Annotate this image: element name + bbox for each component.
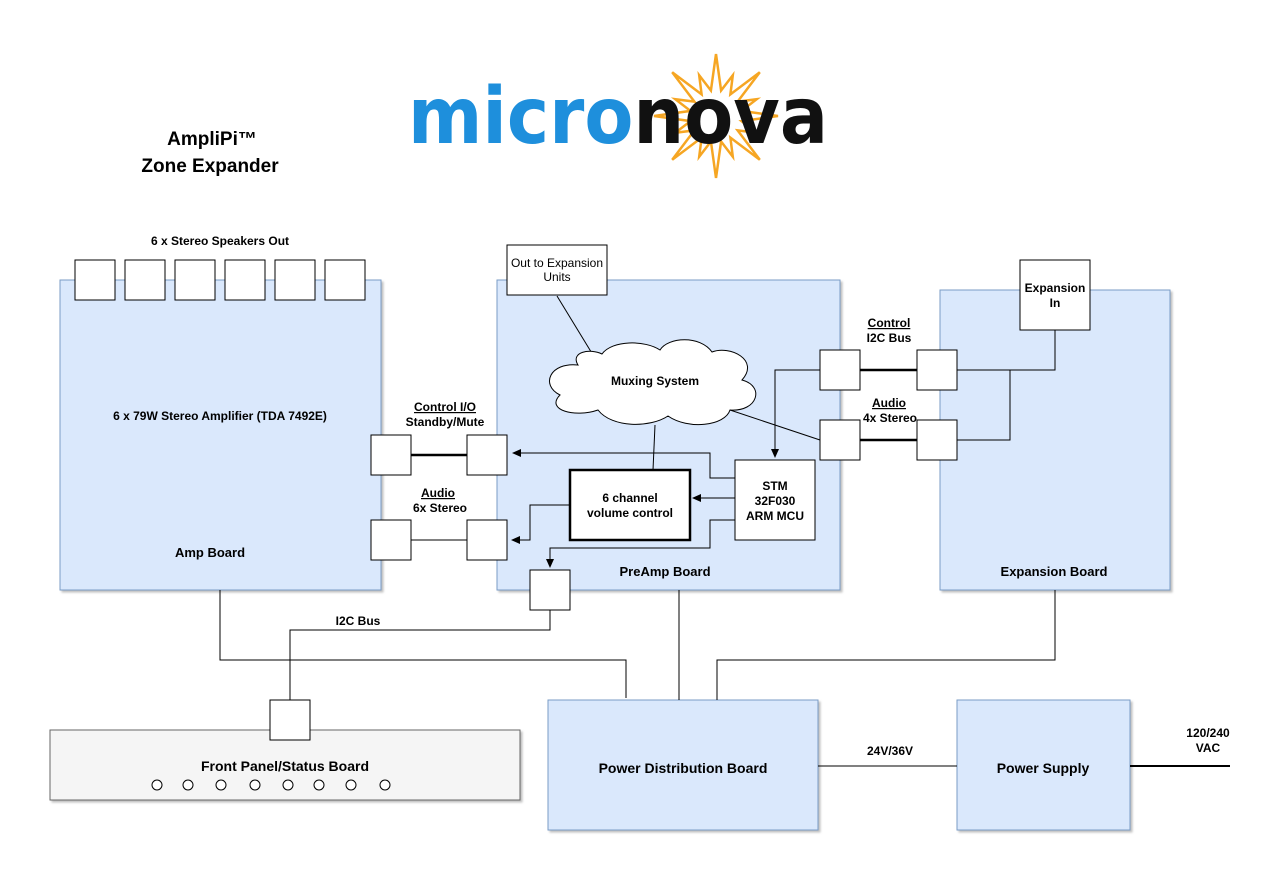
preamp-expansion-control-connector xyxy=(819,349,861,391)
expansion-in-label-1: Expansion xyxy=(1025,281,1086,295)
led-icon xyxy=(282,779,294,791)
stm-label-3: ARM MCU xyxy=(746,509,804,523)
expansion-control-connector xyxy=(916,349,958,391)
amp-audio-connector xyxy=(370,519,412,561)
power-supply-label: Power Supply xyxy=(997,760,1090,776)
led-icon xyxy=(313,779,325,791)
preamp-audio-connector xyxy=(466,519,508,561)
logo-micro: micro xyxy=(408,72,633,162)
logo-nova: nova xyxy=(633,72,828,162)
amp-board xyxy=(59,279,382,591)
volume-to-audio-arrow xyxy=(511,504,570,544)
audio-4x-label: 4x Stereo xyxy=(863,411,917,425)
speaker-connectors xyxy=(74,259,366,301)
amp-board-label: Amp Board xyxy=(175,545,245,560)
stm-label-1: STM xyxy=(762,479,787,493)
led-icon xyxy=(182,779,194,791)
volume-control-box xyxy=(568,468,692,542)
i2c-bus-link xyxy=(289,610,551,700)
amp-description-label: 6 x 79W Stereo Amplifier (TDA 7492E) xyxy=(113,409,327,423)
stm-mcu-box xyxy=(734,459,816,541)
out-expansion-label-2: Units xyxy=(543,270,570,284)
led-icon xyxy=(215,779,227,791)
led-icon xyxy=(345,779,357,791)
led-icon xyxy=(379,779,391,791)
volume-label-1: 6 channel xyxy=(602,491,657,505)
speaker-connector xyxy=(274,259,316,301)
vac-label-1: 120/240 xyxy=(1186,726,1230,740)
control-exp-label: Control xyxy=(868,316,911,330)
amp-control-connector xyxy=(370,434,412,476)
standby-mute-label: Standby/Mute xyxy=(406,415,485,429)
preamp-board-label: PreAmp Board xyxy=(619,564,710,579)
svg-text:micronova: micronova xyxy=(408,72,828,162)
expansion-in-audio-link xyxy=(957,370,1011,441)
audio-exp-label: Audio xyxy=(872,396,906,410)
expansion-board-label: Expansion Board xyxy=(1001,564,1108,579)
out-expansion-link xyxy=(556,295,594,356)
front-panel-connector xyxy=(269,699,311,741)
title-line-2: Zone Expander xyxy=(141,156,279,177)
audio-6x-label: 6x Stereo xyxy=(413,501,467,515)
connections xyxy=(219,295,1230,767)
voltage-label: 24V/36V xyxy=(867,744,913,758)
control-io-label: Control I/O xyxy=(414,400,476,414)
led-icon xyxy=(151,779,163,791)
muxing-to-volume-link xyxy=(652,424,656,471)
speakers-out-label: 6 x Stereo Speakers Out xyxy=(151,234,289,248)
control-to-stm-arrow xyxy=(771,369,820,458)
stm-to-control-arrow xyxy=(512,449,735,479)
stm-label-2: 32F030 xyxy=(755,494,796,508)
speaker-connector xyxy=(124,259,166,301)
expansion-in-label-2: In xyxy=(1050,296,1061,310)
speaker-connector xyxy=(224,259,266,301)
status-leds xyxy=(151,779,391,791)
vac-label-2: VAC xyxy=(1196,741,1221,755)
expansion-power-link xyxy=(716,590,1056,700)
speaker-connector xyxy=(324,259,366,301)
i2c-bus-label: I2C Bus xyxy=(336,614,381,628)
power-distribution-board xyxy=(547,699,819,831)
led-icon xyxy=(249,779,261,791)
speaker-connector xyxy=(74,259,116,301)
micronova-logo: micronova xyxy=(408,53,828,179)
front-panel-label: Front Panel/Status Board xyxy=(201,758,369,774)
muxing-label: Muxing System xyxy=(611,374,699,388)
expansion-in-box xyxy=(1019,259,1091,331)
volume-label-2: volume control xyxy=(587,506,673,520)
title-line-1: AmpliPi™ xyxy=(167,129,257,150)
audio-amp-label: Audio xyxy=(421,486,455,500)
preamp-i2c-connector xyxy=(529,569,571,611)
speaker-connector xyxy=(174,259,216,301)
i2c-exp-label: I2C Bus xyxy=(867,331,912,345)
preamp-expansion-audio-connector xyxy=(819,419,861,461)
expansion-in-control-link xyxy=(957,330,1056,371)
amp-power-link xyxy=(219,590,627,698)
out-to-expansion-box xyxy=(506,244,608,296)
muxing-to-audio-link xyxy=(729,409,821,441)
stm-to-i2c-arrow xyxy=(546,519,735,568)
muxing-system-cloud xyxy=(549,339,757,426)
starburst-icon xyxy=(653,53,779,179)
out-expansion-label-1: Out to Expansion xyxy=(511,256,603,270)
expansion-audio-connector xyxy=(916,419,958,461)
preamp-board xyxy=(496,279,841,591)
preamp-control-connector xyxy=(466,434,508,476)
power-dist-label: Power Distribution Board xyxy=(599,760,768,776)
